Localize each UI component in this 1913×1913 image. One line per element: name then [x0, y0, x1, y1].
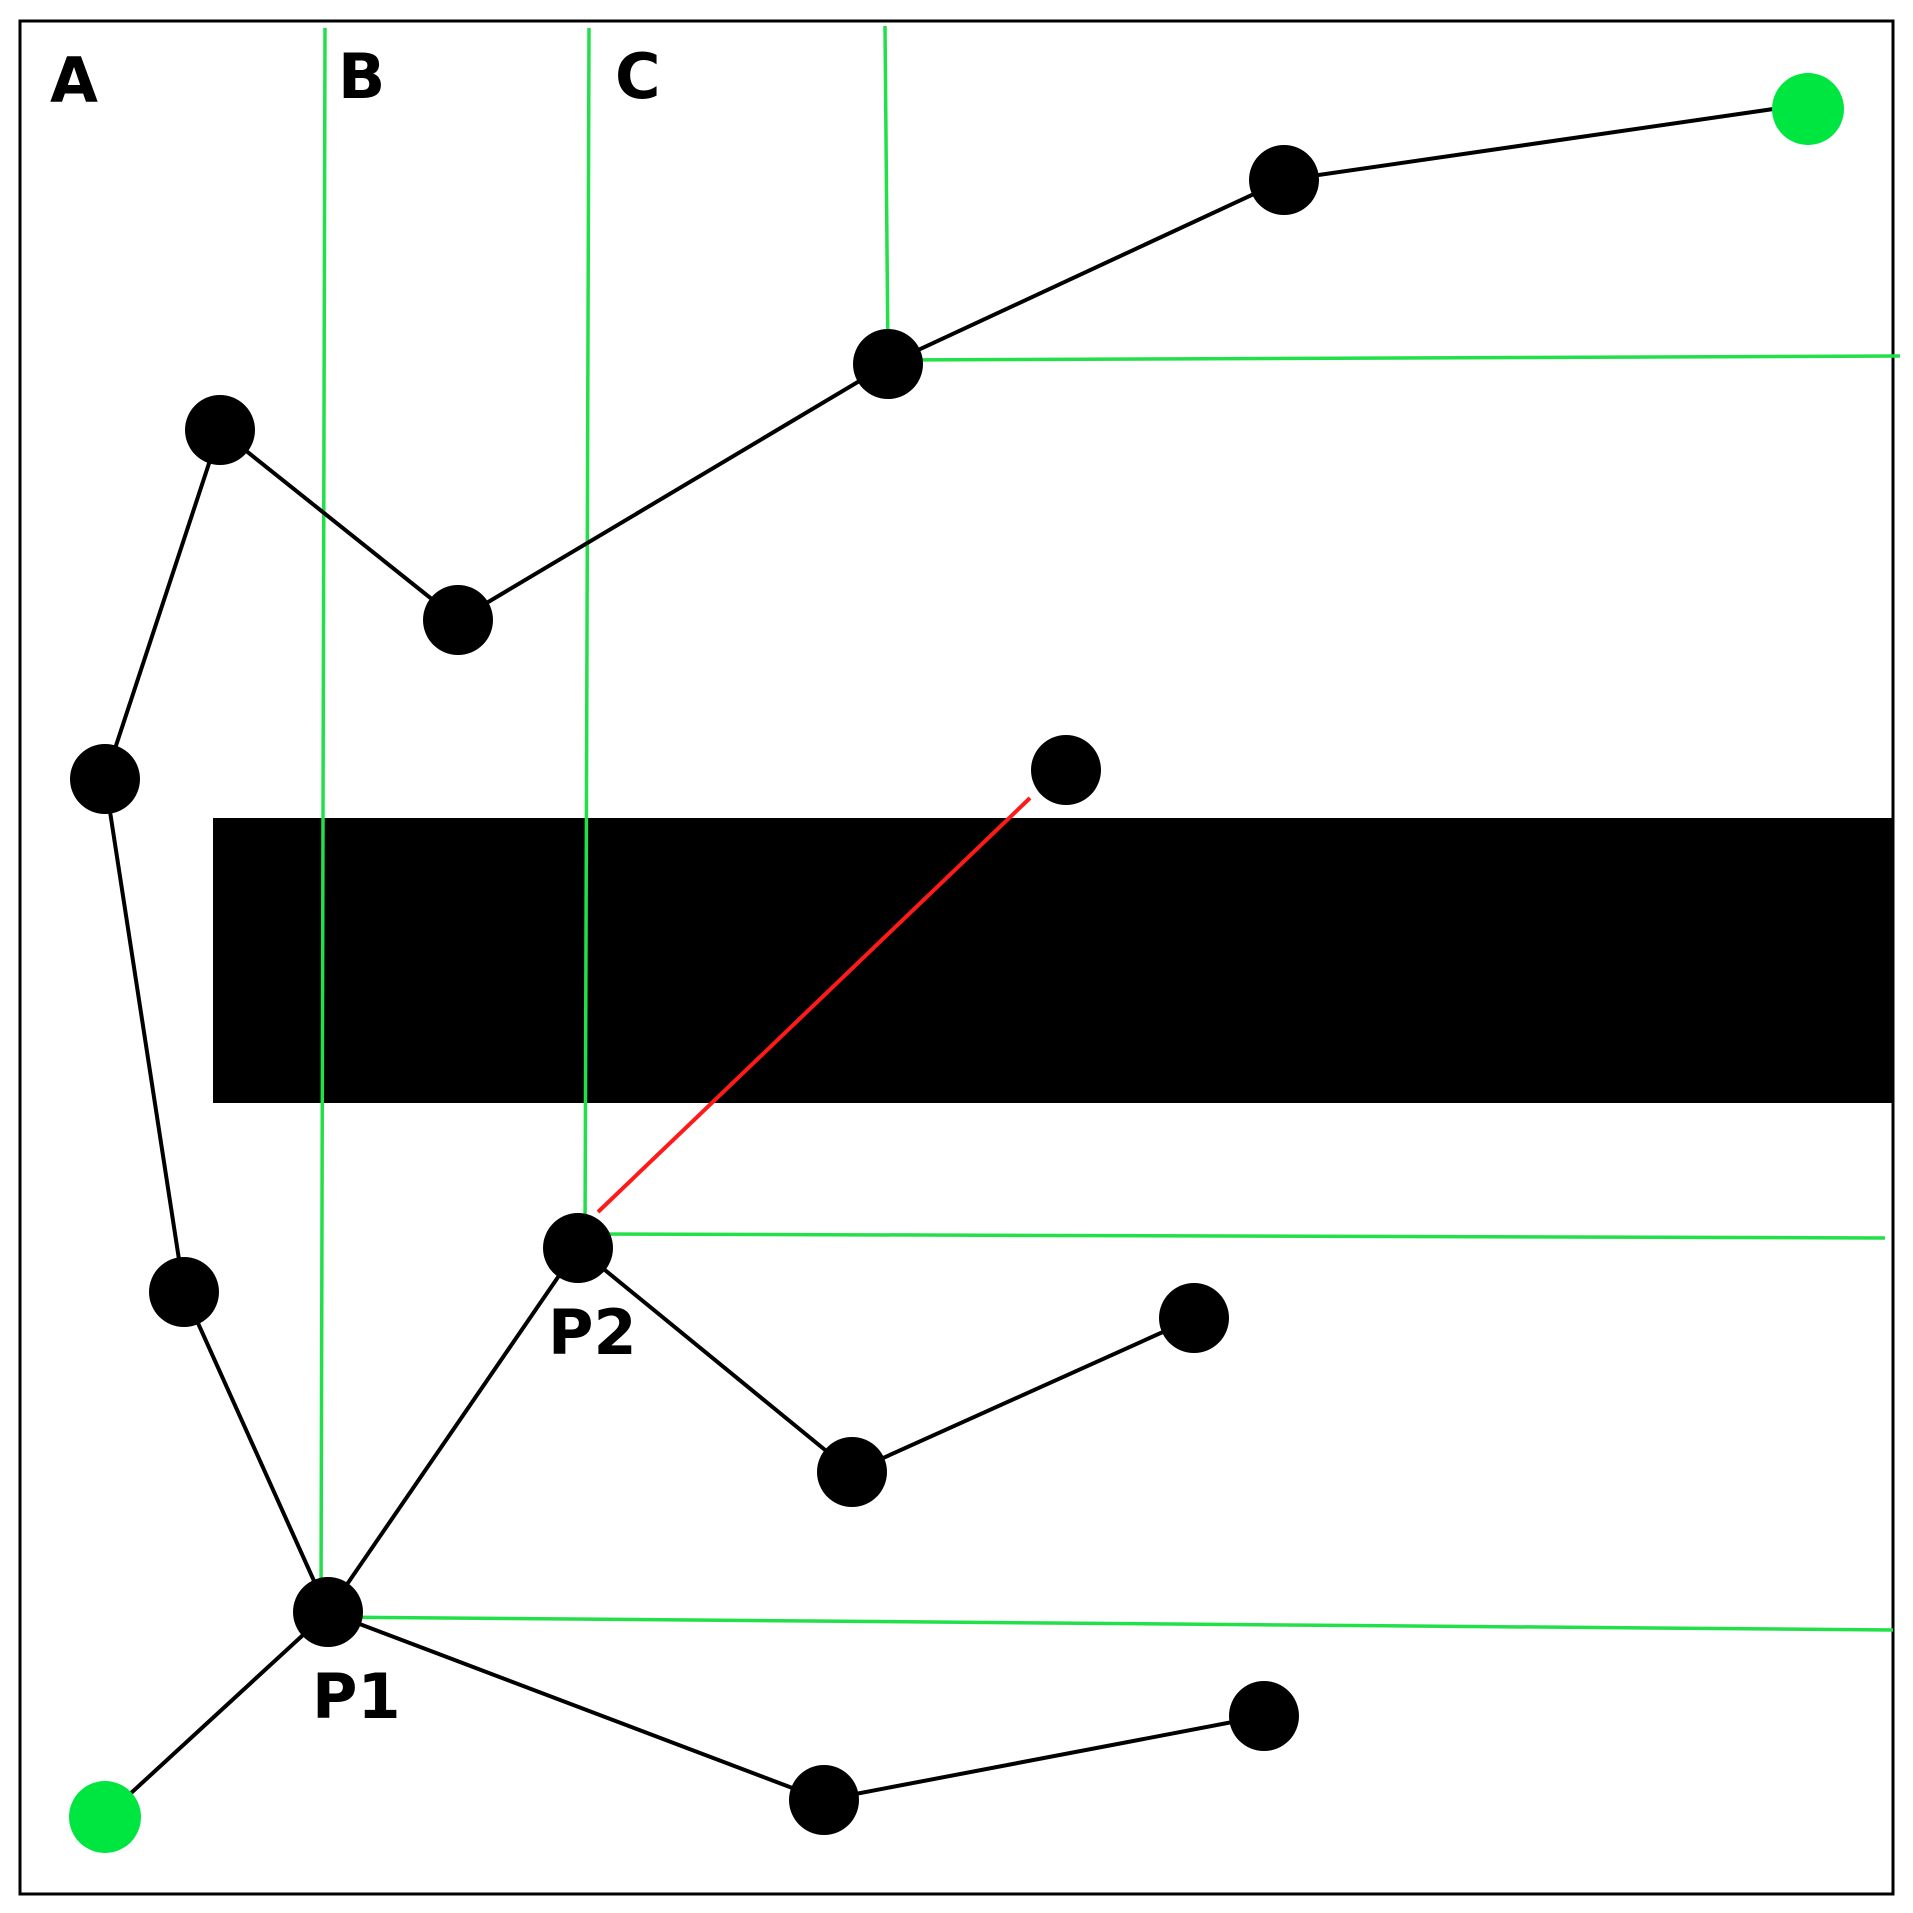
region-label-c: C [615, 40, 661, 113]
goal-point [1772, 73, 1844, 145]
node [70, 744, 140, 814]
blocked-edge [596, 796, 1032, 1214]
boundary-line-p2-horizontal [584, 1232, 1886, 1240]
region-label-b: B [338, 40, 385, 113]
edge [103, 1610, 330, 1819]
node [1229, 1681, 1299, 1751]
node [817, 1437, 887, 1507]
edge [456, 362, 890, 622]
node [185, 395, 255, 465]
node [1159, 1283, 1229, 1353]
node [853, 329, 923, 399]
tree-edges [103, 102, 1809, 1819]
node-p1 [293, 1577, 363, 1647]
boundary-lines [319, 25, 1901, 1632]
edge [823, 1714, 1265, 1802]
edge [326, 1246, 580, 1614]
boundary-line-p1-horizontal [327, 1615, 1894, 1632]
edge [182, 1291, 330, 1613]
region-label-a: A [50, 44, 98, 117]
boundary-line-top-vertical [883, 25, 890, 361]
node [1031, 735, 1101, 805]
edge [218, 428, 460, 622]
edge [887, 178, 1285, 366]
edge [103, 778, 186, 1293]
edge [327, 1610, 825, 1802]
edge [1283, 102, 1809, 182]
node-p2 [543, 1213, 613, 1283]
tree-nodes [70, 145, 1319, 1835]
edge [576, 1246, 854, 1474]
boundary-line-top-horizontal [887, 354, 1901, 362]
point-label-p2: P2 [548, 1296, 637, 1369]
node [789, 1765, 859, 1835]
start-point [69, 1781, 141, 1853]
node [149, 1257, 219, 1327]
boundary-line-c [583, 27, 591, 1245]
boundary-line-b [319, 27, 327, 1609]
node [423, 585, 493, 655]
obstacle-bar [213, 818, 1893, 1103]
point-label-p1: P1 [312, 1660, 401, 1733]
edge [851, 1316, 1195, 1474]
edge [103, 429, 222, 780]
node [1249, 145, 1319, 215]
